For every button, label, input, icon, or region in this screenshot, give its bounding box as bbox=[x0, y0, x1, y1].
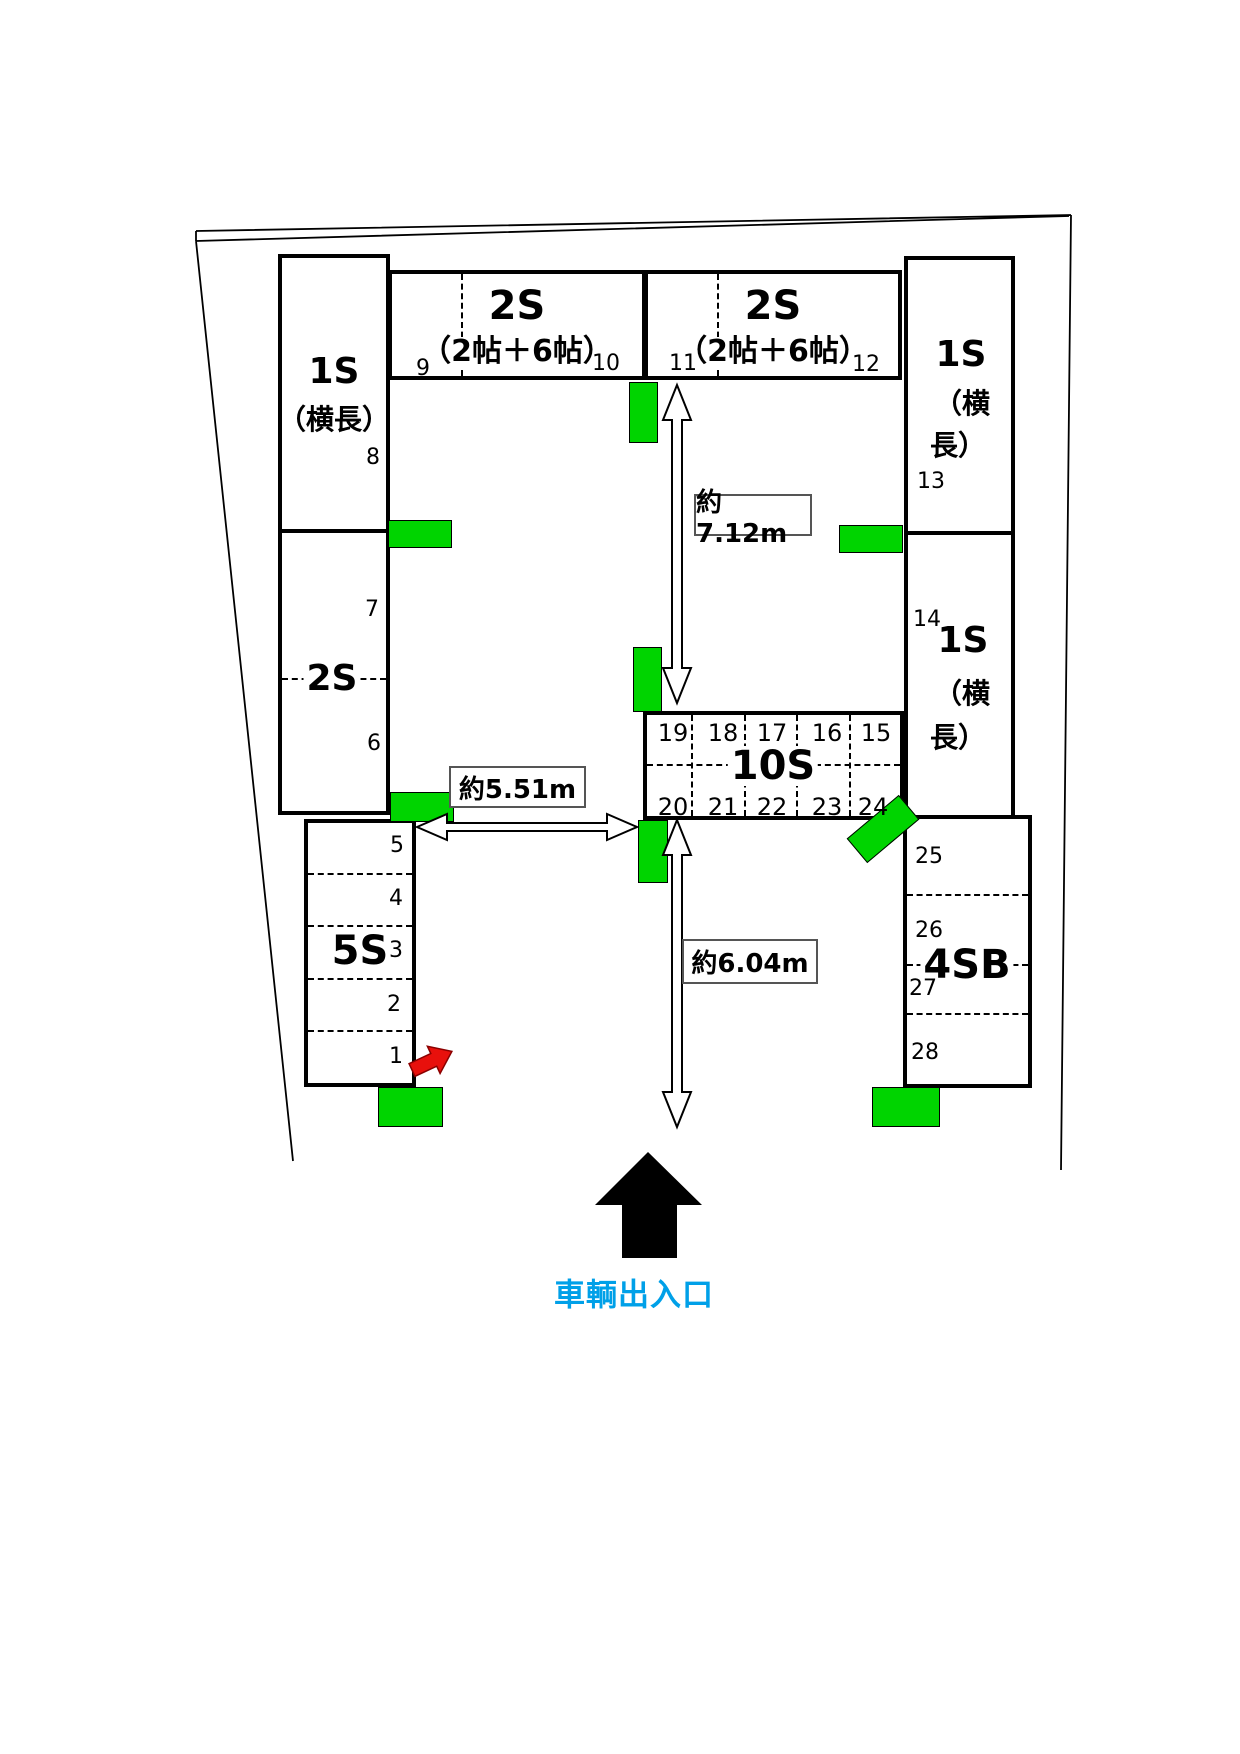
right-1s-bottom-subtitle-1: （横 bbox=[933, 677, 991, 710]
unit-number-22: 22 bbox=[756, 793, 788, 821]
door-marker-5s-top bbox=[390, 792, 454, 822]
dimension-label-courtyard-width: 約5.51m bbox=[449, 766, 586, 808]
unit-number-9: 9 bbox=[416, 356, 430, 381]
vehicle-entrance-arrow bbox=[595, 1152, 702, 1258]
vehicle-entrance-label: 車輌出入口 bbox=[554, 1277, 714, 1314]
unit-number-16: 16 bbox=[811, 719, 843, 747]
unit-number-17: 17 bbox=[756, 719, 788, 747]
unit-number-25: 25 bbox=[915, 844, 943, 869]
unit-number-21: 21 bbox=[707, 793, 739, 821]
door-marker-5s-bottom bbox=[378, 1087, 443, 1127]
unit-number-5: 5 bbox=[390, 833, 404, 858]
dimension-arrow-7-12m bbox=[661, 382, 693, 706]
center-10s-title: 10S bbox=[727, 746, 819, 786]
dimension-text: 約5.51m bbox=[458, 774, 577, 805]
unit-number-2: 2 bbox=[387, 992, 401, 1017]
unit-number-4: 4 bbox=[389, 886, 403, 911]
block-right-1s-bottom bbox=[904, 531, 1015, 819]
divider-5s-3 bbox=[308, 978, 412, 980]
unit-number-18: 18 bbox=[707, 719, 739, 747]
unit-number-8: 8 bbox=[366, 445, 380, 470]
door-marker-1s-right bbox=[839, 525, 903, 553]
unit-number-27: 27 bbox=[909, 976, 937, 1001]
unit-number-3: 3 bbox=[389, 938, 403, 963]
dimension-label-courtyard-height: 約7.12m bbox=[694, 488, 812, 549]
unit-number-26: 26 bbox=[915, 918, 943, 943]
divider-10s-4 bbox=[849, 715, 851, 816]
unit-number-11: 11 bbox=[669, 351, 697, 376]
unit-number-12: 12 bbox=[852, 352, 880, 377]
unit-number-7: 7 bbox=[365, 597, 379, 622]
unit-number-10: 10 bbox=[592, 351, 620, 376]
door-marker-1s-left bbox=[388, 520, 452, 548]
block-left-1s bbox=[278, 254, 390, 533]
left-1s-subtitle: （横長） bbox=[277, 403, 391, 436]
divider-10s-1 bbox=[691, 715, 693, 816]
top-2s-left-title: 2S bbox=[485, 286, 549, 326]
top-2s-left-subtitle: （2帖＋6帖） bbox=[418, 337, 616, 367]
unit-number-13: 13 bbox=[917, 469, 945, 494]
unit-number-15: 15 bbox=[860, 719, 892, 747]
door-marker-10s-bottom bbox=[638, 820, 668, 883]
divider-5s-4 bbox=[308, 1030, 412, 1032]
left-2s-title: 2S bbox=[303, 661, 361, 697]
top-2s-right-subtitle: （2帖＋6帖） bbox=[674, 337, 872, 367]
right-4sb-title: 4SB bbox=[920, 945, 1014, 985]
divider-4sb-1 bbox=[907, 894, 1028, 896]
door-marker-10s-top bbox=[633, 647, 662, 712]
door-marker-top-center bbox=[629, 382, 658, 443]
right-1s-bottom-title: 1S bbox=[937, 620, 989, 661]
unit-number-23: 23 bbox=[811, 793, 843, 821]
top-2s-right-title: 2S bbox=[741, 286, 805, 326]
unit-number-1: 1 bbox=[389, 1044, 403, 1069]
left-1s-title: 1S bbox=[308, 351, 360, 392]
right-1s-top-subtitle-2: 長） bbox=[929, 429, 987, 462]
left-5s-title: 5S bbox=[331, 928, 389, 974]
unit-number-19: 19 bbox=[657, 719, 689, 747]
dimension-label-driveway-height: 約6.04m bbox=[682, 939, 818, 984]
unit-number-14: 14 bbox=[913, 607, 941, 632]
right-1s-top-subtitle-1: （横 bbox=[933, 387, 991, 420]
unit-number-28: 28 bbox=[911, 1040, 939, 1065]
unit-number-6: 6 bbox=[367, 731, 381, 756]
dimension-text: 約6.04m bbox=[691, 949, 809, 979]
dimension-text: 約7.12m bbox=[696, 487, 788, 549]
divider-4sb-3 bbox=[907, 1013, 1028, 1015]
door-marker-4sb-bottom bbox=[872, 1087, 940, 1127]
right-1s-top-title: 1S bbox=[935, 334, 987, 375]
divider-5s-2 bbox=[308, 925, 412, 927]
divider-5s-1 bbox=[308, 873, 412, 875]
unit-number-24: 24 bbox=[857, 793, 889, 821]
right-1s-bottom-subtitle-2: 長） bbox=[929, 721, 987, 754]
unit-number-20: 20 bbox=[657, 793, 689, 821]
